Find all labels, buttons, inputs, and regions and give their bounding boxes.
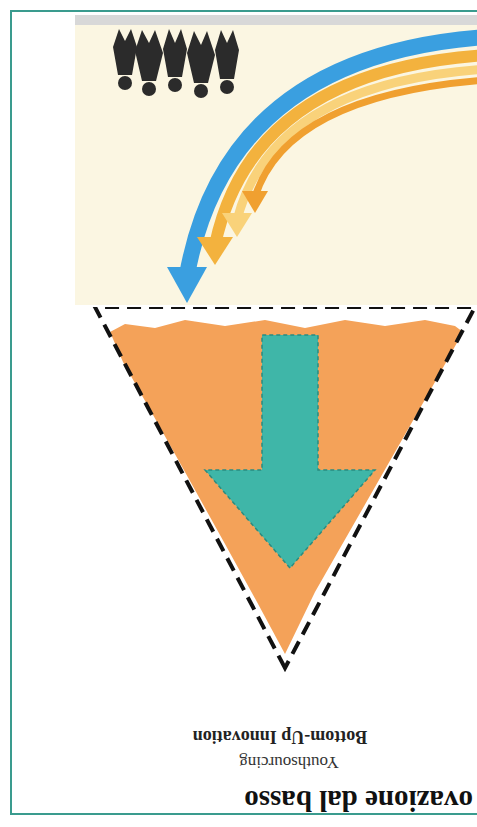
page-title: ovazione dal basso	[244, 784, 473, 817]
triangle-shape: Youthsourcing Bottom-Up Innovation	[85, 307, 475, 772]
node-heading: Bottom-Up Innovation	[85, 726, 475, 747]
triangle-outline	[85, 307, 475, 772]
crowd-illustration	[75, 15, 477, 305]
node-subtitle: Youthsourcing	[103, 752, 475, 772]
